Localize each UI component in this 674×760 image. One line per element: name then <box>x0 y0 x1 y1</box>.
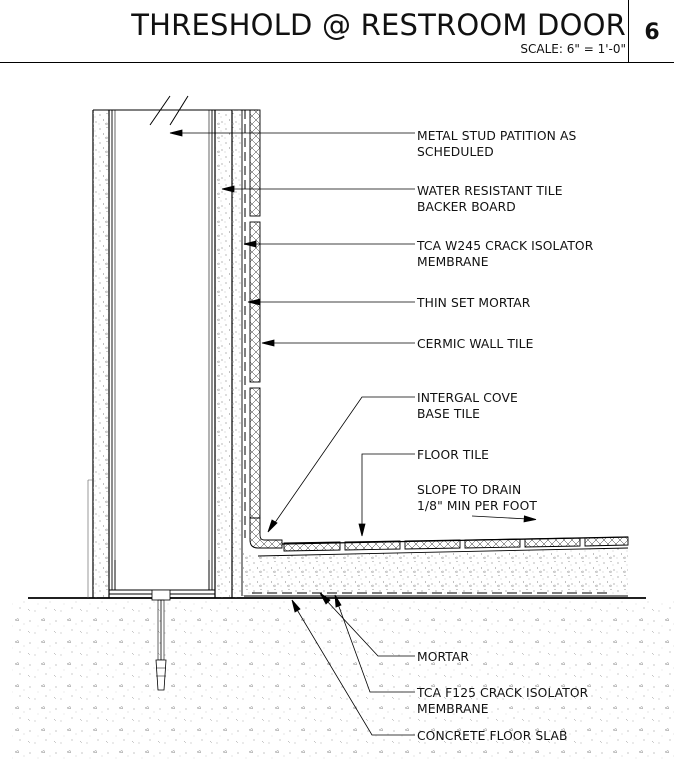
mortar-bed <box>242 548 628 596</box>
cove-base-tile <box>249 517 283 549</box>
label-wall-tile: CERMIC WALL TILE <box>417 337 534 351</box>
floor-tiles <box>281 536 629 552</box>
label-cove-base: INTERGAL COVE BASE TILE <box>417 391 518 421</box>
label-f125-membrane: TCA F125 CRACK ISOLATOR MEMBRANE <box>417 686 589 716</box>
label-w245-membrane: TCA W245 CRACK ISOLATOR MEMBRANE <box>417 239 594 269</box>
label-floor-tile: FLOOR TILE <box>417 448 490 462</box>
drawing-title: THRESHOLD @ RESTROOM DOOR <box>131 8 626 42</box>
concrete-slab-fill <box>12 600 674 760</box>
label-metal-stud: METAL STUD PATITION AS SCHEDULED <box>417 129 577 159</box>
label-backer-board: WATER RESISTANT TILE BACKER BOARD <box>417 184 563 214</box>
label-concrete-slab: CONCRETE FLOOR SLAB <box>417 729 568 743</box>
label-thin-set-mortar: THIN SET MORTAR <box>417 296 531 310</box>
leader-lines <box>169 129 537 736</box>
title-rule <box>0 62 674 63</box>
ceramic-wall-tile <box>249 109 261 519</box>
backer-board <box>232 110 242 598</box>
anchor-bolt <box>151 589 171 691</box>
detail-number: 6 <box>644 20 660 45</box>
detail-number-box: 6 <box>628 0 674 62</box>
drawing-scale: SCALE: 6" = 1'-0" <box>520 42 626 56</box>
label-mortar: MORTAR <box>417 650 470 664</box>
label-slope: SLOPE TO DRAIN 1/8" MIN PER FOOT <box>417 483 537 513</box>
